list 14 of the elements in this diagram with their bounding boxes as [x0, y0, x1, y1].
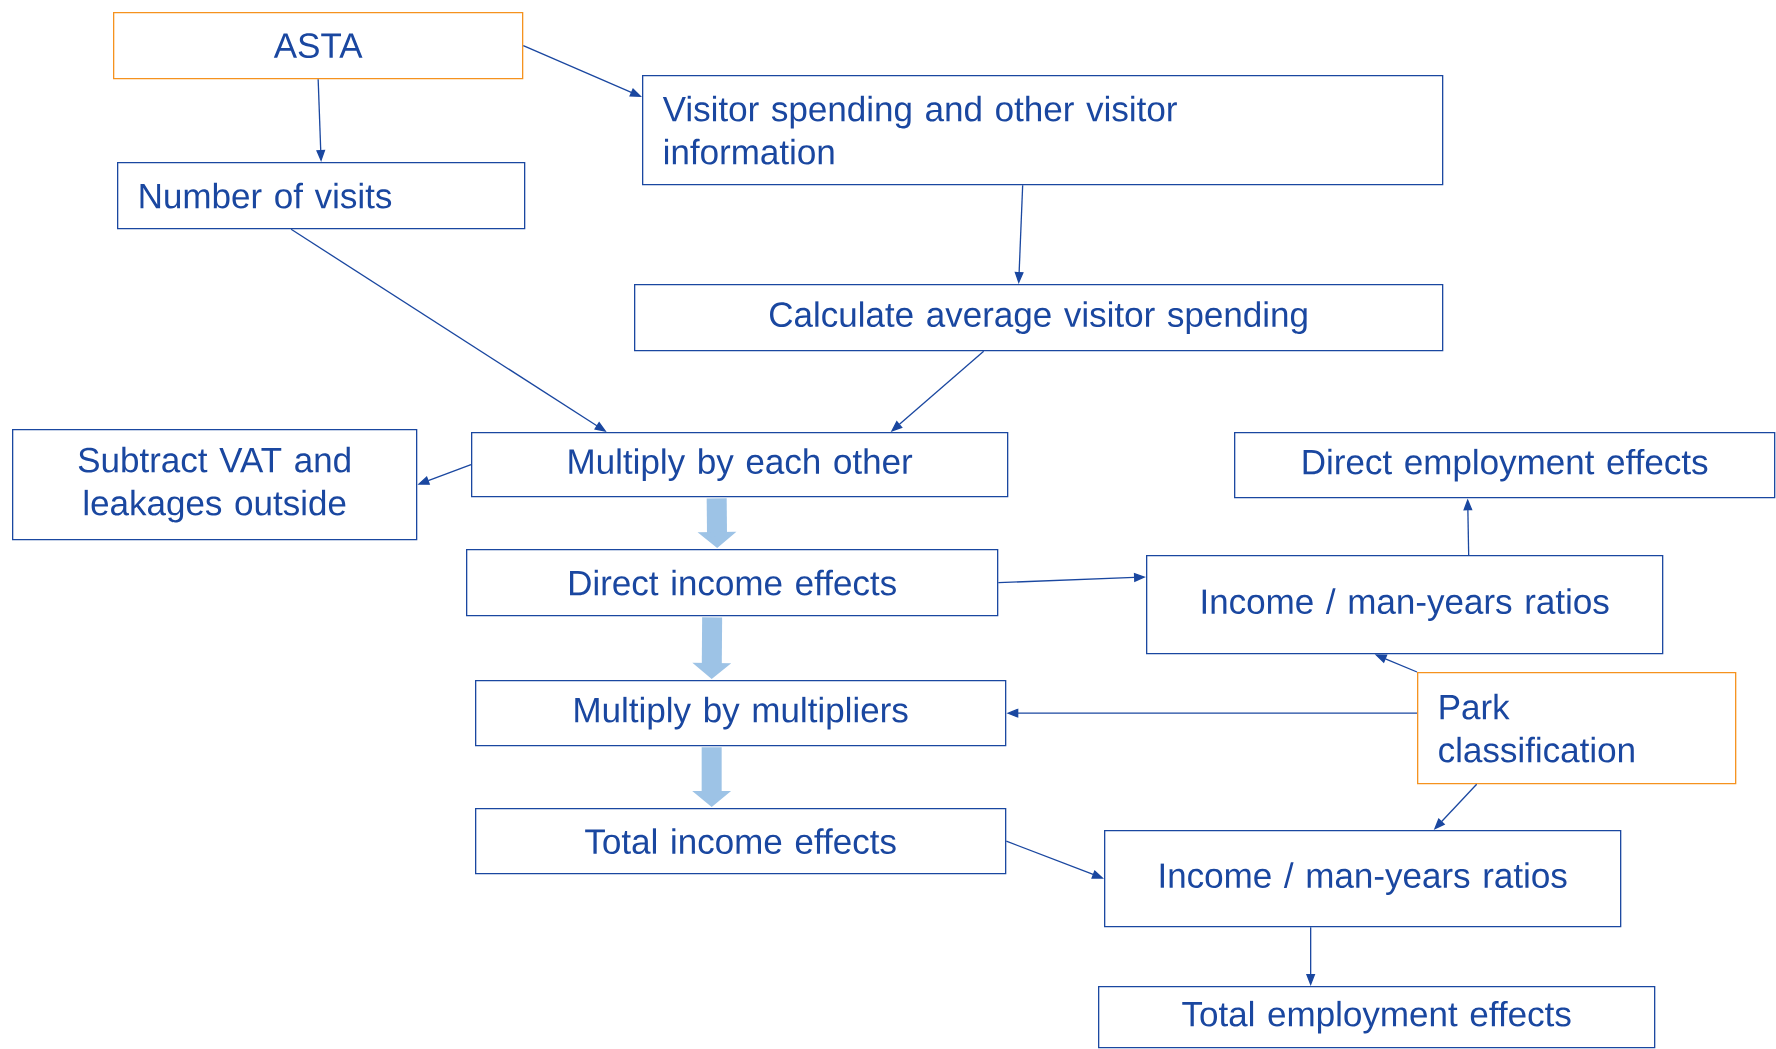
process-box: Income / man-years ratios	[1104, 830, 1622, 928]
process-box: Total income effects	[475, 808, 1007, 875]
process-box: Subtract VAT and leakages outside	[12, 429, 418, 541]
process-box: Total employment effects	[1098, 986, 1656, 1049]
process-box: Calculate average visitor spending	[634, 284, 1444, 352]
process-box: Direct income effects	[466, 549, 999, 617]
process-box: Income / man-years ratios	[1146, 555, 1664, 655]
process-box: Visitor spending and other visitor information	[642, 75, 1444, 186]
process-box: Multiply by multipliers	[475, 680, 1007, 747]
process-box: Direct employment effects	[1234, 432, 1776, 499]
process-box: Multiply by each other	[471, 432, 1009, 498]
input-box: Park classification	[1417, 672, 1737, 785]
process-box: Number of visits	[117, 162, 526, 230]
input-box: ASTA	[113, 12, 524, 80]
